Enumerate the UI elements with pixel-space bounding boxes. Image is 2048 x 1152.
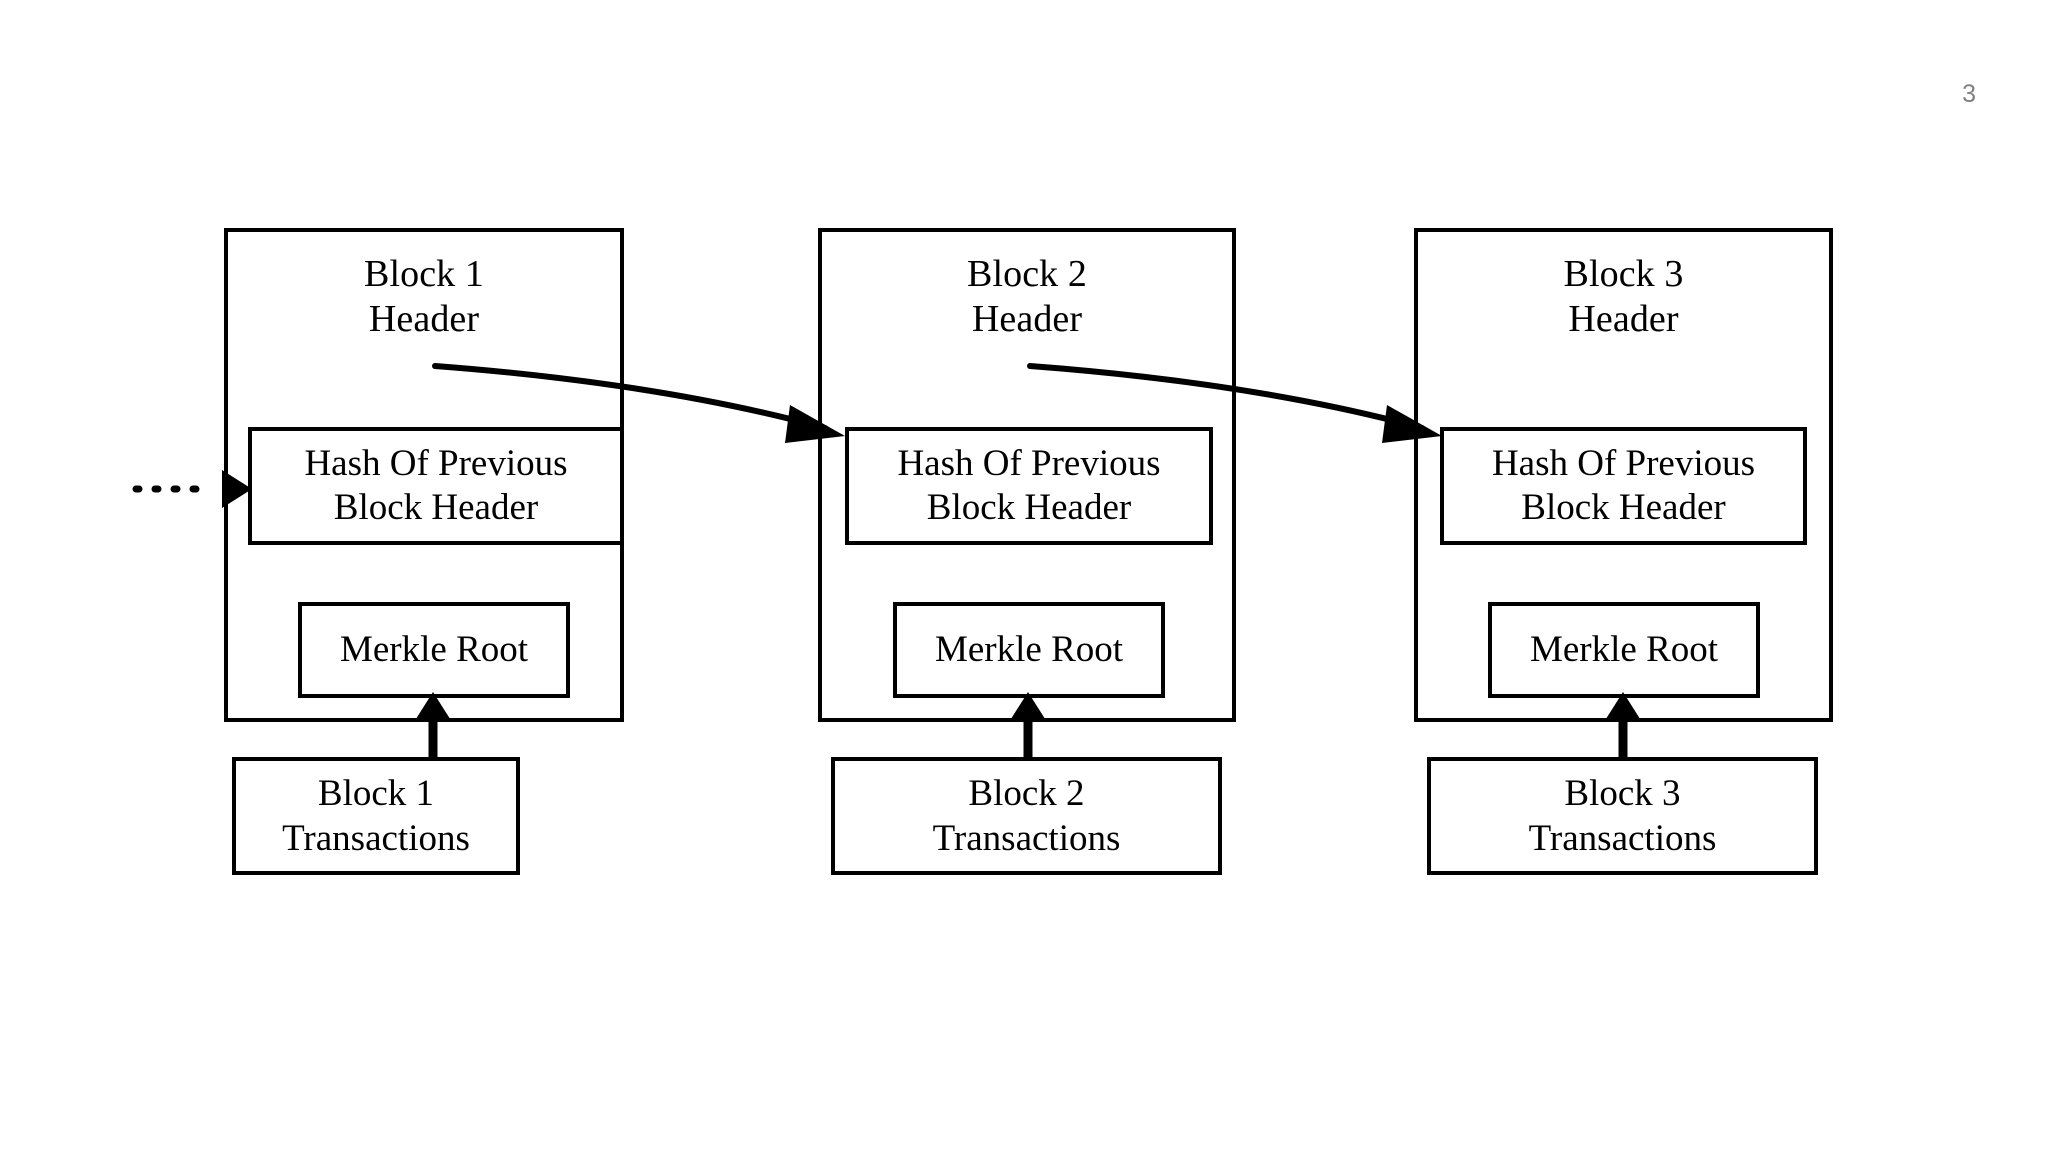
block-2-merkle-root-box: Merkle Root — [893, 602, 1165, 698]
block-2-merkle-label: Merkle Root — [934, 628, 1124, 670]
block-1-merkle-root-box: Merkle Root — [298, 602, 570, 698]
block-2-transactions-label: Block 2 Transactions — [932, 772, 1121, 859]
block-3-hash-of-previous-block-header-box: Hash Of Previous Block Header — [1440, 427, 1807, 545]
block-1-hash-of-previous-block-header-box: Hash Of Previous Block Header — [248, 427, 624, 545]
page-number: 3 — [1962, 80, 1976, 108]
block-2-header-title: Block 2 Header — [967, 253, 1087, 340]
block-1-merkle-label: Merkle Root — [339, 628, 529, 670]
block-3-hash-label: Hash Of Previous Block Header — [1491, 442, 1756, 528]
block-2-transactions-box: Block 2 Transactions — [831, 757, 1222, 875]
block-3-merkle-label: Merkle Root — [1529, 628, 1719, 670]
block-1-transactions-label: Block 1 Transactions — [282, 772, 470, 859]
block-3-transactions-box: Block 3 Transactions — [1427, 757, 1818, 875]
block-1-transactions-box: Block 1 Transactions — [232, 757, 520, 875]
block-3-merkle-root-box: Merkle Root — [1488, 602, 1760, 698]
block-3-transactions-label: Block 3 Transactions — [1528, 772, 1717, 859]
block-2-hash-of-previous-block-header-box: Hash Of Previous Block Header — [845, 427, 1213, 545]
block-3-header-title: Block 3 Header — [1563, 253, 1684, 340]
block-2-hash-label: Hash Of Previous Block Header — [897, 442, 1161, 528]
block-1-hash-label: Hash Of Previous Block Header — [304, 442, 568, 528]
block-1-header-title: Block 1 Header — [364, 253, 484, 340]
